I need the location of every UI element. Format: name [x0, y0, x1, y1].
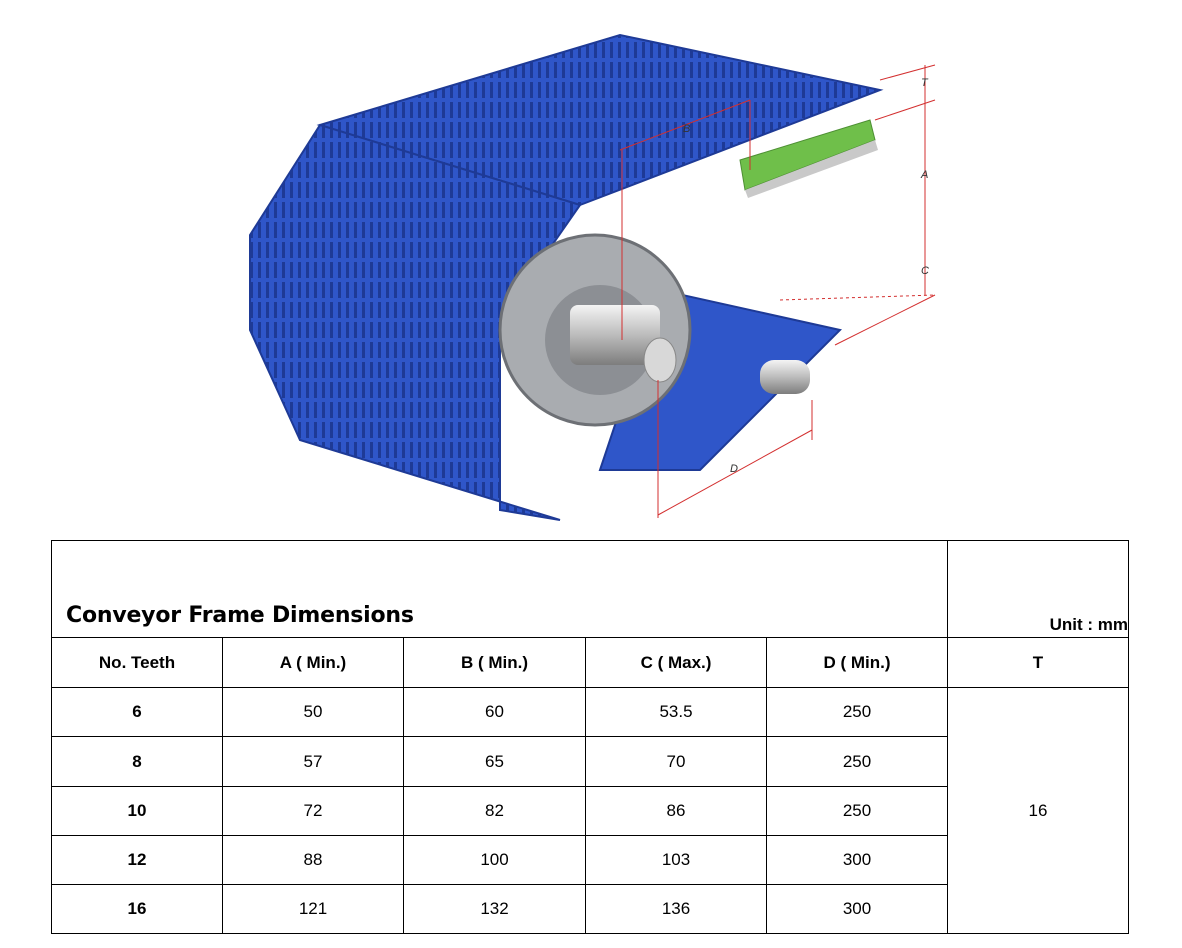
label-t: T [921, 77, 929, 89]
dim-t-top [879, 64, 936, 81]
cell-b: 100 [403, 835, 586, 885]
dimension-lines [619, 64, 936, 518]
cell-a: 88 [222, 835, 404, 885]
cell-a: 121 [222, 884, 404, 934]
cell-d: 250 [766, 687, 948, 737]
label-c: C [921, 265, 929, 277]
cell-c: 136 [585, 884, 767, 934]
frame-rail-base [745, 140, 878, 198]
dim-c-bottom [779, 294, 936, 301]
cell-a: 72 [222, 786, 404, 836]
dim-d-line [657, 429, 813, 516]
table-row: 12 88 100 103 300 [51, 835, 1129, 885]
header-b: B ( Min.) [403, 637, 586, 688]
cell-b: 65 [403, 736, 586, 787]
table-row: 10 72 82 86 250 [51, 786, 1129, 836]
return-roller [760, 360, 810, 394]
header-teeth: No. Teeth [51, 637, 223, 688]
label-b: B [683, 123, 690, 135]
cell-c: 53.5 [585, 687, 767, 737]
cell-d: 300 [766, 884, 948, 934]
table-header-row: No. Teeth A ( Min.) B ( Min.) C ( Max.) … [51, 637, 1129, 688]
table-row: 6 50 60 53.5 250 16 [51, 687, 1129, 934]
cell-d: 250 [766, 786, 948, 836]
cell-teeth: 16 [51, 884, 223, 934]
cell-teeth: 12 [51, 835, 223, 885]
header-c: C ( Max.) [585, 637, 767, 688]
cell-teeth: 8 [51, 736, 223, 787]
cell-c: 103 [585, 835, 767, 885]
cell-d: 300 [766, 835, 948, 885]
cell-b: 60 [403, 687, 586, 737]
cell-d: 250 [766, 736, 948, 787]
cell-b: 132 [403, 884, 586, 934]
dim-b-line [619, 99, 751, 151]
cell-a: 50 [222, 687, 404, 737]
table-row: 8 57 65 70 250 [51, 736, 1129, 787]
conveyor-diagram: T A C B D [249, 33, 936, 521]
cell-c: 86 [585, 786, 767, 836]
table-title: Conveyor Frame Dimensions [66, 603, 414, 628]
dim-c-line [834, 294, 936, 346]
cell-a: 57 [222, 736, 404, 787]
dimensions-table: Conveyor Frame Dimensions Unit : mm No. … [51, 540, 1129, 934]
header-d: D ( Min.) [766, 637, 948, 688]
label-d: D [730, 463, 738, 475]
shaft-end [643, 337, 677, 383]
cell-teeth: 10 [51, 786, 223, 836]
unit-label: Unit : mm [1049, 615, 1128, 634]
label-a: A [920, 169, 928, 181]
conveyor-illustration: T A C B D [249, 33, 936, 521]
cell-teeth: 6 [51, 687, 223, 737]
cell-b: 82 [403, 786, 586, 836]
table-title-row: Conveyor Frame Dimensions Unit : mm [51, 540, 1129, 638]
title-cell: Conveyor Frame Dimensions [51, 540, 948, 638]
cell-t: 16 [947, 687, 1129, 934]
header-t: T [947, 637, 1129, 688]
table-row: 16 121 132 136 300 [51, 884, 1129, 934]
drive-shaft [570, 305, 660, 365]
dim-t-bottom [874, 99, 936, 121]
unit-cell: Unit : mm [947, 540, 1129, 638]
cell-c: 70 [585, 736, 767, 787]
header-a: A ( Min.) [222, 637, 404, 688]
